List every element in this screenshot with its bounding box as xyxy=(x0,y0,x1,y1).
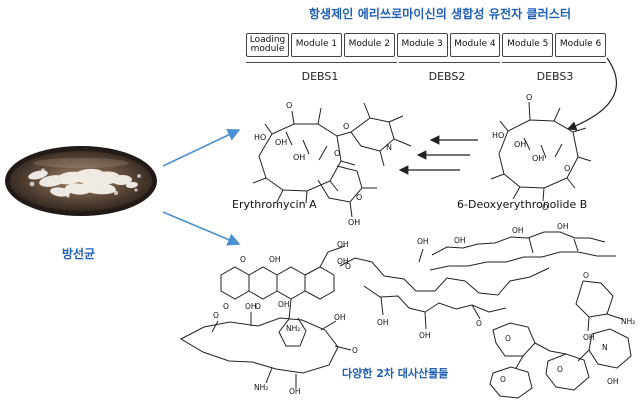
nystatin-like-atom-labels: OH OH OH O OH NH₂ xyxy=(454,222,635,342)
dox-o-3: O xyxy=(255,302,261,311)
nys-oh-4: OH xyxy=(583,333,595,342)
mac-oh-3: OH xyxy=(289,387,301,396)
deoxyerythronolide-atom-labels: O HO OH OH O O xyxy=(492,93,570,212)
deoxyerythronolide-structure xyxy=(490,101,592,202)
glycosylated-structure xyxy=(489,322,632,399)
dox-nh2: NH₂ xyxy=(286,324,300,333)
dox-oh-4: OH xyxy=(278,300,290,309)
nys-oh-1: OH xyxy=(454,236,466,245)
colony-streaks xyxy=(28,168,138,197)
dox-o-2: O xyxy=(223,302,229,311)
debs3-label: DEBS3 xyxy=(536,70,574,83)
debs1-label: DEBS1 xyxy=(301,70,339,83)
large-macrolide-atom-labels: O OH OH O OH NH₂ xyxy=(213,302,358,396)
nys-nh2: NH₂ xyxy=(621,317,635,326)
ery-n-label: N xyxy=(386,143,392,152)
poly-oh-1: OH xyxy=(417,237,429,246)
debs1-bracket-line xyxy=(246,62,397,63)
poly-o-2: O xyxy=(476,319,482,328)
dox-oh-3: OH xyxy=(337,257,349,266)
module-strip: Loading module Module 1 Module 2 Module … xyxy=(246,33,606,57)
doxorubicin-like-structure xyxy=(220,245,346,347)
module-box-loading: Loading module xyxy=(246,33,290,57)
module-box-6: Module 6 xyxy=(555,33,606,57)
gly-n: N xyxy=(602,343,608,352)
metabolites-label: 다양한 2차 대사산물들 xyxy=(342,367,449,380)
nys-oh-3: OH xyxy=(557,222,569,231)
mac-oh-1: OH xyxy=(245,302,257,311)
doxorubicin-like-atom-labels: O OH OH OH O O OH NH₂ xyxy=(223,240,349,333)
deoxyerythronolide-label: 6-Deoxyerythronolide B xyxy=(457,198,588,211)
mac-nh2: NH₂ xyxy=(254,383,268,392)
module-box-5: Module 5 xyxy=(502,33,554,57)
gly-o-3: O xyxy=(557,365,563,374)
poly-o-1: O xyxy=(345,262,351,271)
deb-ketone-o: O xyxy=(526,93,532,102)
deb-oh-1: HO xyxy=(492,131,504,140)
ery-ring-o-1: O xyxy=(343,122,349,131)
mac-o-2: O xyxy=(352,346,358,355)
gly-o-1: O xyxy=(505,334,511,343)
ery-ketone-o: O xyxy=(286,101,292,110)
nys-oh-2: OH xyxy=(512,226,524,235)
ery-oh-3: OH xyxy=(293,153,305,162)
module-box-4: Module 4 xyxy=(449,33,501,57)
debs3-bracket-line xyxy=(502,62,606,63)
module-to-product-arrow xyxy=(566,57,618,131)
deb-ring-o: O xyxy=(564,164,570,173)
gly-o-2: O xyxy=(500,375,506,384)
petri-dish-image xyxy=(5,146,157,216)
poly-oh-3: OH xyxy=(419,331,431,340)
microbe-to-erythromycin-arrow xyxy=(162,129,241,167)
ery-ring-o-3: O xyxy=(356,193,362,202)
colony-dots xyxy=(29,168,141,198)
mac-o-1: O xyxy=(213,311,219,320)
debs2-label: DEBS2 xyxy=(428,70,466,83)
nys-o-1: O xyxy=(583,271,589,280)
ery-oh-1: HO xyxy=(254,133,266,142)
microbe-label: 방선균 xyxy=(62,247,96,261)
module-box-2: Module 2 xyxy=(343,33,395,57)
dox-o-1: O xyxy=(240,255,246,264)
gly-oh-1: OH xyxy=(607,377,619,386)
erythromycin-label: Erythromycin A xyxy=(232,198,317,211)
glycosylated-atom-labels: O O O N OH xyxy=(500,334,619,386)
ery-oh-4: OH xyxy=(348,218,360,227)
nystatin-like-structure xyxy=(429,231,623,332)
module-box-3: Module 3 xyxy=(396,33,448,57)
microbe-to-metabolites-arrow xyxy=(162,211,241,246)
dox-oh-2: OH xyxy=(337,240,349,249)
module-box-1: Module 1 xyxy=(291,33,342,57)
large-macrolide-structure xyxy=(179,312,352,388)
deb-oh-2: OH xyxy=(514,140,526,149)
ery-oh-2: OH xyxy=(275,138,287,147)
mac-oh-2: OH xyxy=(334,313,346,322)
polyene-like-structure xyxy=(339,248,550,330)
diagram-title: 항생제인 에리쓰로마이신의 생합성 유전자 클러스터 xyxy=(308,7,572,21)
poly-oh-2: OH xyxy=(377,318,389,327)
debs2-bracket-line xyxy=(399,62,500,63)
deb-oh-3: OH xyxy=(532,154,544,163)
dox-oh-1: OH xyxy=(269,255,281,264)
ery-ring-o-2: O xyxy=(334,149,340,158)
polyene-like-atom-labels: O OH OH OH O xyxy=(345,237,482,340)
petri-highlight xyxy=(33,158,129,168)
